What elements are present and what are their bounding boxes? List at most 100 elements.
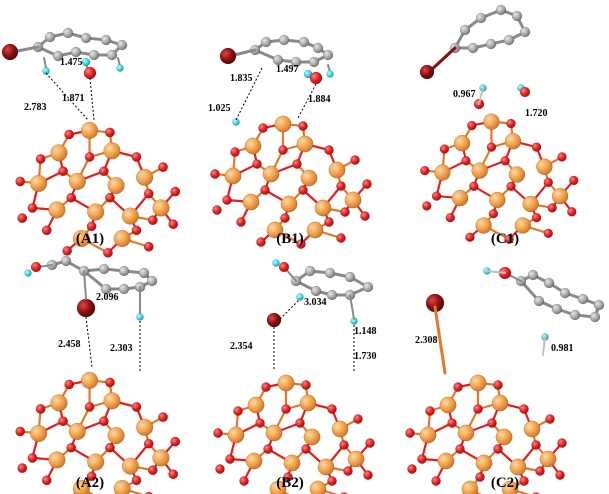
oxygen-atom [360, 211, 370, 221]
carbon-atom [485, 38, 497, 50]
oxygen-atom [230, 147, 240, 157]
oxygen-atom [543, 177, 554, 188]
carbon-atom [304, 265, 316, 277]
distance-label: 2.096 [96, 292, 119, 303]
oxygen-atom [143, 188, 154, 199]
oxygen-atom [147, 465, 158, 476]
oxygen-atom [487, 418, 497, 428]
oxygen-atom [170, 186, 181, 197]
oxygen-atom [131, 151, 142, 162]
c-br-bond [83, 270, 87, 300]
oxygen-atom [447, 418, 457, 428]
oxygen-atom [309, 71, 323, 85]
carbon-atom [98, 263, 110, 275]
carbon-atom [116, 39, 128, 51]
distance-label: 1.884 [308, 94, 331, 105]
carbon-atom [543, 277, 555, 289]
iron-atom [80, 121, 99, 140]
organic-molecule [249, 34, 334, 68]
hydrogen-atom [24, 269, 32, 277]
carbon-atom [533, 295, 545, 307]
oxygen-atom [83, 66, 97, 80]
o-h-bond [478, 87, 484, 105]
iron-atom [491, 394, 509, 412]
carbon-atom [312, 42, 324, 54]
oxygen-atom [144, 491, 153, 494]
oxygen-atom [422, 201, 432, 211]
carbon-atom [511, 10, 523, 22]
iron-atom [269, 480, 287, 494]
contact-line [85, 316, 93, 368]
oxygen-atom [233, 406, 243, 416]
oxygen-atom [350, 155, 360, 165]
iron-atom [344, 191, 362, 209]
iron-atom [103, 142, 121, 160]
oxygen-atom [324, 145, 334, 155]
oxygen-atom [27, 202, 38, 213]
oxygen-atom [62, 245, 73, 256]
carbon-atom [138, 267, 150, 279]
carbon-atom [459, 24, 471, 36]
carbon-atom [527, 269, 539, 281]
oxygen-atom [41, 225, 52, 236]
iron-atom [224, 167, 242, 185]
iron-atom [262, 165, 280, 183]
oxygen-atom [84, 151, 95, 162]
distance-label: 1.025 [208, 103, 231, 114]
oxygen-atom [278, 261, 290, 273]
oxygen-atom [17, 213, 28, 224]
carbon-atom [577, 293, 589, 305]
iron-atom [152, 199, 170, 217]
oxygen-atom [531, 440, 541, 450]
iron-atom [245, 452, 263, 470]
iron-atom [152, 449, 170, 467]
iron-atom [48, 201, 66, 219]
oxygen-atom [506, 181, 516, 192]
iron-atom [453, 134, 471, 152]
iron-atom [68, 172, 86, 191]
carbon-atom [290, 56, 302, 68]
oxygen-atom [225, 454, 235, 464]
hydrogen-atom [116, 64, 124, 72]
oxygen-atom [27, 452, 38, 463]
iron-atom [107, 176, 125, 195]
iron-atom [300, 169, 318, 187]
panel-label: (B2) [276, 475, 304, 491]
oxygen-atom [158, 162, 168, 173]
bromine-atom [219, 47, 237, 65]
iron-atom [103, 392, 121, 410]
oxygen-atom [362, 179, 372, 189]
iron-atom [504, 132, 522, 150]
bromine-atom [76, 298, 96, 318]
oxygen-atom [41, 475, 52, 486]
iron-atom [48, 451, 66, 469]
distance-label: 2.458 [58, 339, 81, 350]
carbon-atom [593, 299, 605, 311]
iron-atom [274, 115, 292, 133]
iron-atom [68, 422, 86, 441]
carbon-atom [278, 34, 290, 46]
carbon-atom [569, 309, 581, 321]
oxygen-atom [170, 436, 181, 447]
iron-atom [437, 452, 455, 470]
oxygen-atom [261, 382, 271, 392]
oxygen-atom [493, 444, 503, 454]
iron-atom [87, 453, 105, 471]
iron-atom [29, 174, 48, 193]
bromine-atom [266, 312, 282, 328]
oxygen-atom [467, 120, 477, 131]
organic-molecule [290, 265, 374, 301]
iron-atom [72, 229, 91, 248]
iron-atom [50, 144, 68, 162]
oxygen-atom [292, 159, 302, 169]
oxygen-atom [488, 208, 499, 219]
distance-label: 1.730 [354, 351, 377, 362]
oxygen-atom [420, 165, 430, 176]
oxygen-atom [15, 426, 26, 437]
oxygen-atom [255, 418, 265, 428]
oxygen-atom [215, 464, 225, 474]
